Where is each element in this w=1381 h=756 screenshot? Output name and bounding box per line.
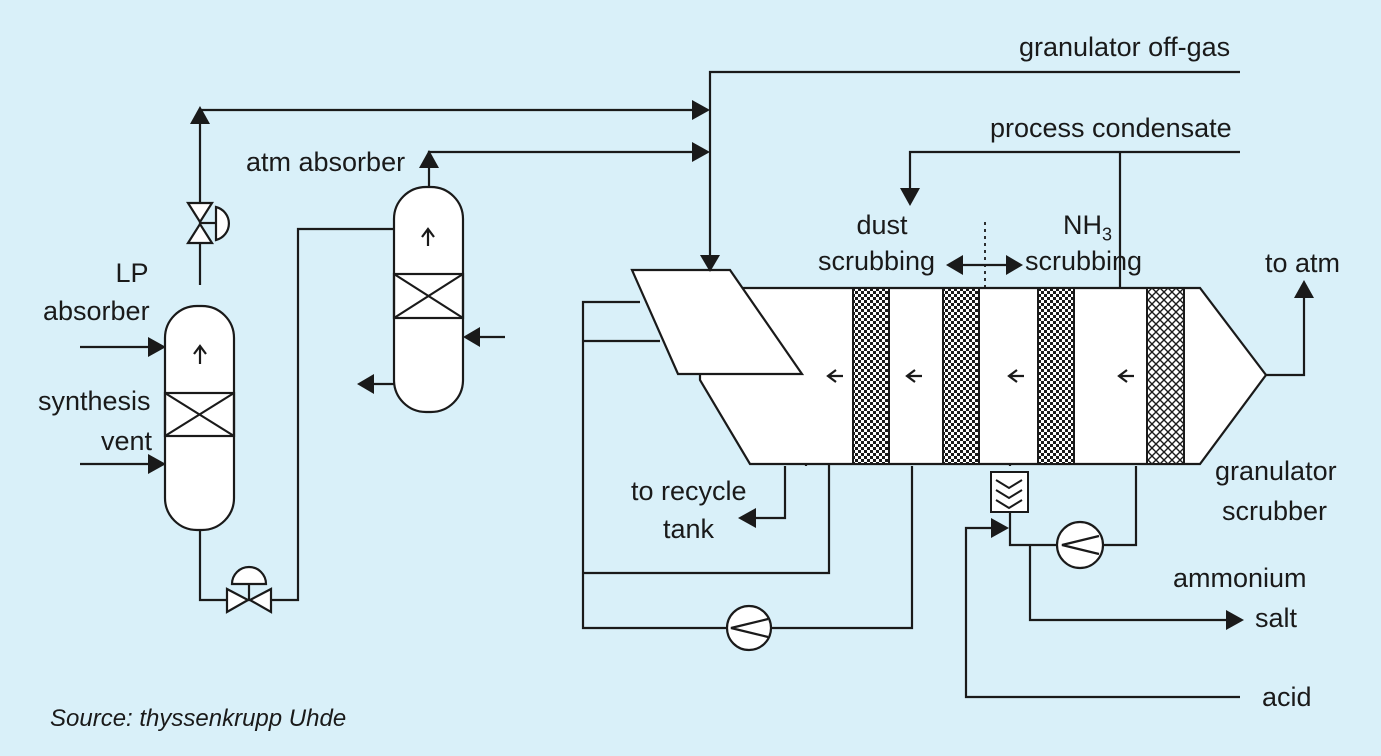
label-dust: dust bbox=[856, 210, 908, 240]
lp-to-atm-absorber-line bbox=[198, 227, 428, 602]
label-process-condensate: process condensate bbox=[990, 113, 1232, 143]
arrow-right-synthesis-vent bbox=[148, 454, 166, 474]
arrow-up-to-atm bbox=[1294, 280, 1314, 298]
static-mixer-icon bbox=[990, 471, 1029, 513]
atm-absorber-overhead bbox=[427, 150, 696, 190]
flow-arrow-lp-internal bbox=[193, 344, 207, 364]
acid-line bbox=[964, 526, 1240, 699]
arrow-right-lp-inlet bbox=[148, 337, 166, 357]
to-atm-line bbox=[1266, 296, 1306, 377]
demister-bed bbox=[1146, 287, 1185, 465]
label-nh3-scrubbing: scrubbing bbox=[1025, 246, 1143, 276]
label-salt: salt bbox=[1255, 603, 1298, 633]
label-synthesis: synthesis bbox=[38, 386, 151, 416]
label-tank: tank bbox=[663, 514, 715, 544]
arrow-up-atm-overhead bbox=[419, 150, 439, 168]
left-loop-outer bbox=[581, 300, 730, 630]
label-absorber: absorber bbox=[43, 296, 150, 326]
label-to-atm: to atm bbox=[1265, 248, 1341, 278]
label-acid: acid bbox=[1262, 682, 1312, 712]
spray-arrow-3 bbox=[1007, 369, 1024, 383]
label-scrubber: scrubber bbox=[1222, 496, 1328, 526]
source-credit: Source: thyssenkrupp Uhde bbox=[50, 705, 347, 732]
label-granulator-offgas: granulator off-gas bbox=[1019, 32, 1231, 62]
arrow-right-header-1 bbox=[692, 100, 710, 120]
arrow-down-offgas bbox=[700, 255, 720, 272]
label-ammonium: ammonium bbox=[1173, 563, 1307, 593]
label-granulator: granulator bbox=[1215, 456, 1337, 486]
horizontal-control-valve-icon bbox=[225, 565, 273, 614]
nh3-scrubbing-bed bbox=[1037, 287, 1075, 465]
arrow-right-ammonium-salt bbox=[1226, 610, 1244, 630]
dust-scrubbing-bed-1 bbox=[852, 287, 890, 465]
lp-absorber-vessel bbox=[163, 304, 236, 532]
arrow-left-atm-inlet bbox=[463, 327, 480, 347]
left-circulation-pump-icon bbox=[725, 604, 773, 652]
granulator-offgas-line bbox=[708, 70, 1240, 262]
atm-absorber-vessel bbox=[392, 185, 465, 414]
nh3-subscript: 3 bbox=[1102, 224, 1113, 245]
flow-arrow-atm-internal bbox=[421, 227, 435, 246]
spray-arrow-4 bbox=[1117, 369, 1134, 383]
arrow-left-double-a bbox=[946, 255, 963, 275]
label-atm-absorber: atm absorber bbox=[246, 147, 406, 177]
label-lp: LP bbox=[115, 258, 149, 288]
spray-arrow-1 bbox=[826, 369, 843, 383]
label-to-recycle: to recycle bbox=[631, 476, 747, 506]
arrow-right-double-b bbox=[1006, 255, 1023, 275]
process-condensate-line bbox=[908, 150, 1240, 190]
granulator-inlet-hopper bbox=[630, 268, 805, 376]
arrow-down-condensate bbox=[900, 188, 920, 206]
granulator-scrubber-body bbox=[698, 286, 1268, 466]
arrow-right-header-2 bbox=[692, 142, 710, 162]
nh3-base: NH bbox=[1063, 210, 1102, 240]
right-pump-loop bbox=[1104, 466, 1138, 547]
spray-arrow-2 bbox=[905, 369, 922, 383]
atm-absorber-packing bbox=[392, 272, 465, 320]
label-vent: vent bbox=[100, 426, 152, 456]
arrow-right-acid bbox=[991, 518, 1009, 538]
dust-scrubbing-bed-2 bbox=[942, 287, 980, 465]
arrow-up-lp-header bbox=[190, 106, 210, 124]
arrow-left-recycle bbox=[738, 508, 756, 528]
vertical-control-valve-icon bbox=[186, 201, 231, 245]
lp-absorber-packing bbox=[163, 391, 236, 438]
label-nh3: NH3 bbox=[1063, 210, 1112, 249]
label-dust-scrubbing: scrubbing bbox=[818, 246, 936, 276]
to-recycle-tank-line bbox=[752, 466, 787, 520]
arrow-left-atm-outlet bbox=[357, 374, 374, 394]
right-circulation-pump-icon bbox=[1055, 520, 1105, 570]
ammonium-salt-line bbox=[1028, 545, 1228, 622]
